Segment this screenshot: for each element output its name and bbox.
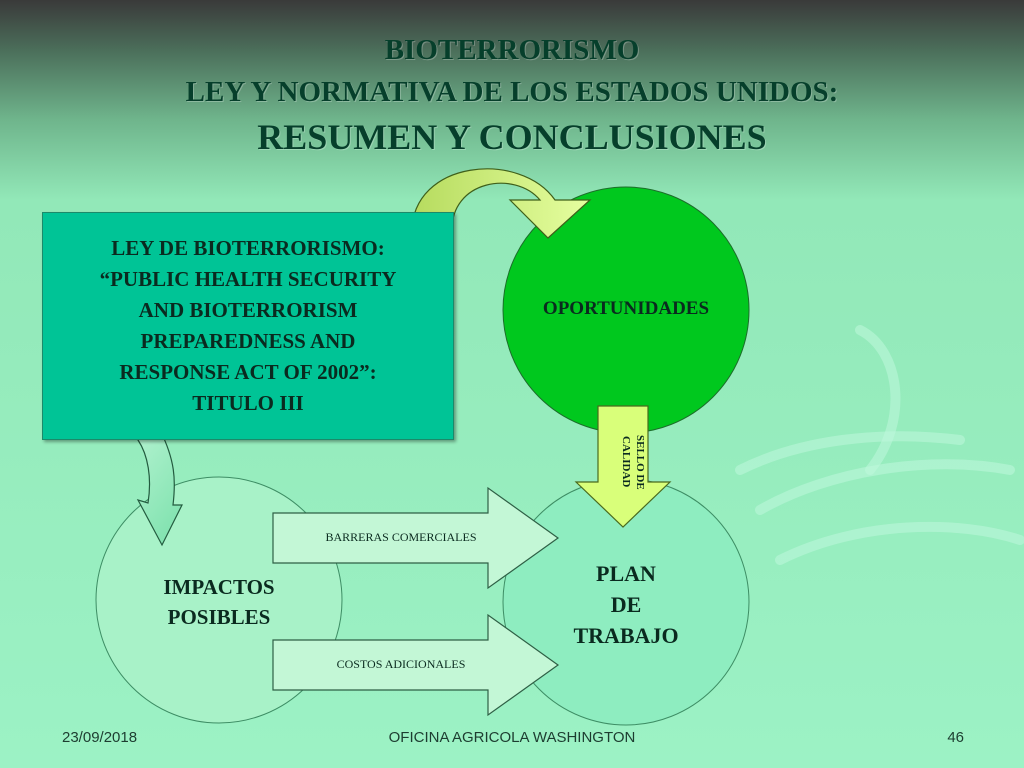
decorative-swirls [735,325,1024,565]
trade-barriers-arrow [272,486,560,590]
law-box: LEY DE BIOTERRORISMO: “PUBLIC HEALTH SEC… [42,212,454,440]
impacts-label: IMPACTOS POSIBLES [163,575,275,629]
quality-seal-label: SELLO DE CALIDAD [620,434,646,490]
title-line-3: RESUMEN Y CONCLUSIONES [257,117,767,157]
title-line-1: BIOTERRORISMO [384,34,640,66]
additional-costs-label: COSTOS ADICIONALES [336,657,466,671]
title-line-2: LEY Y NORMATIVA DE LOS ESTADOS UNIDOS: [185,76,839,108]
opportunities-label: OPORTUNIDADES [542,298,710,319]
footer-date: 23/09/2018 [62,729,138,746]
trade-barriers-label: BARRERAS COMERCIALES [325,530,477,544]
law-box-text: LEY DE BIOTERRORISMO: “PUBLIC HEALTH SEC… [99,236,397,415]
footer-page-number: 46 [947,729,964,746]
quality-seal-arrow [574,405,672,528]
curved-arrow-to-opportunities [411,168,592,239]
work-plan-label: PLAN DE TRABAJO [573,561,679,648]
footer-organization: OFICINA AGRICOLA WASHINGTON [388,729,636,746]
additional-costs-arrow [272,613,560,717]
